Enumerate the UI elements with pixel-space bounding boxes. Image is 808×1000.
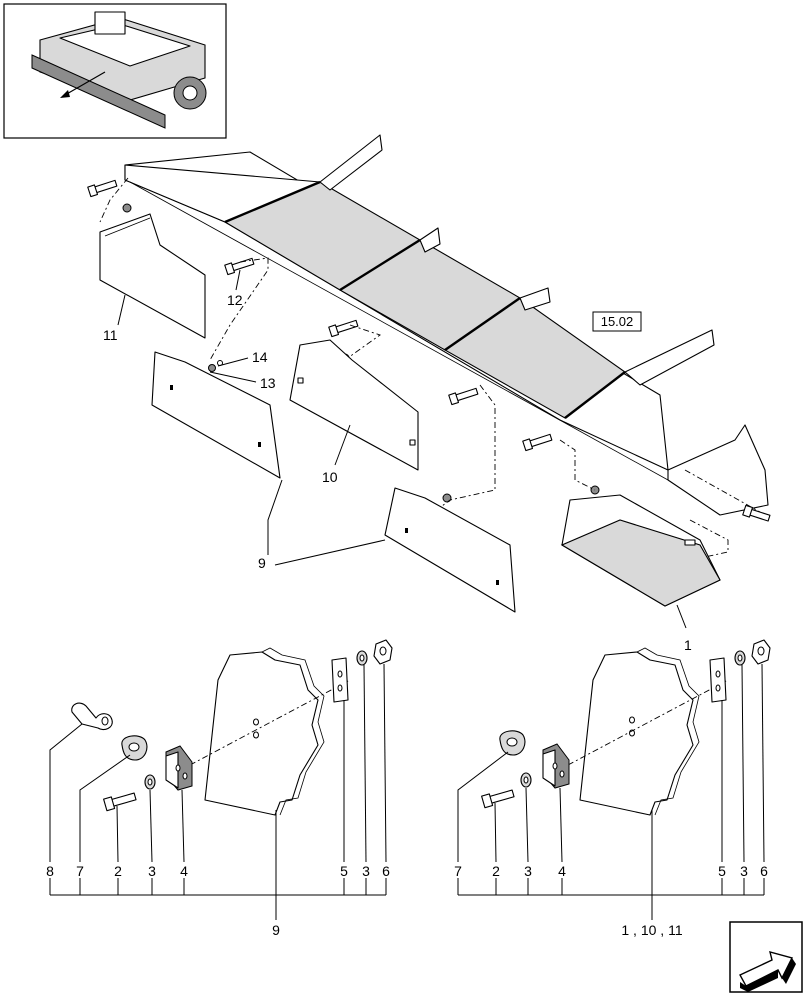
right-label-6: 6 (760, 863, 768, 879)
left-label-6: 6 (382, 863, 390, 879)
header-frame (124, 134, 769, 516)
left-label-4: 4 (180, 863, 188, 879)
left-hardware-detail (49, 639, 393, 920)
right-label-2: 2 (492, 863, 500, 879)
shield-9-left (151, 351, 281, 479)
right-label-7: 7 (454, 863, 462, 879)
left-detail-labels: 8 7 2 3 4 5 3 6 9 (46, 863, 390, 938)
callout-12: 12 (227, 292, 243, 308)
callout-13: 13 (260, 375, 276, 391)
overview-thumbnail (3, 3, 227, 139)
right-detail-labels: 7 2 3 4 5 3 6 1 , 10 , 11 (454, 863, 768, 938)
callout-9: 9 (258, 555, 266, 571)
right-label-4: 4 (558, 863, 566, 879)
right-hardware-detail (457, 639, 771, 920)
reference-page-label[interactable]: 15.02 (601, 314, 634, 329)
callout-11: 11 (103, 327, 118, 343)
callout-leaders (117, 269, 687, 629)
shield-10 (289, 339, 419, 471)
left-label-2: 2 (114, 863, 122, 879)
callout-14: 14 (252, 349, 268, 365)
left-group-label: 9 (272, 922, 280, 938)
right-group-label: 1 , 10 , 11 (621, 922, 682, 938)
left-label-8: 8 (46, 863, 54, 879)
right-label-5: 5 (718, 863, 726, 879)
shield-9-center (384, 487, 516, 613)
left-label-3b: 3 (362, 863, 370, 879)
shield-11 (99, 213, 206, 339)
reference-box[interactable]: 15.02 (592, 311, 642, 332)
left-label-7: 7 (76, 863, 84, 879)
left-label-5: 5 (340, 863, 348, 879)
callout-10: 10 (322, 469, 338, 485)
left-label-3: 3 (148, 863, 156, 879)
next-page-arrow-icon[interactable] (729, 921, 803, 993)
right-label-3: 3 (524, 863, 532, 879)
assembly-lines (99, 177, 729, 559)
right-label-3b: 3 (740, 863, 748, 879)
header-bolts (87, 179, 771, 522)
callout-1: 1 (684, 637, 692, 653)
shield-1 (560, 494, 721, 607)
